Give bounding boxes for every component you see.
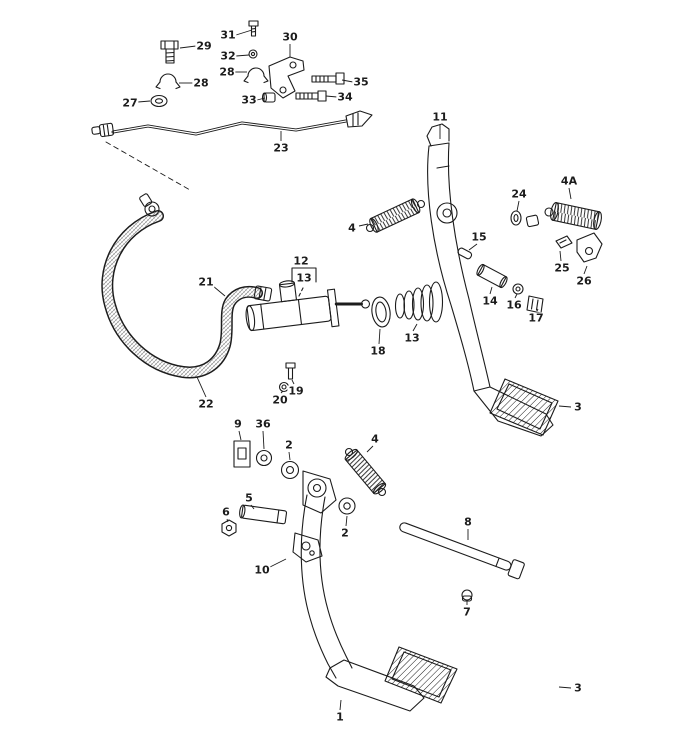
- leader-line: [179, 45, 197, 49]
- clip-9: [233, 440, 251, 468]
- leader-line: [212, 285, 226, 297]
- leader-lines: [137, 29, 588, 711]
- leader-line: [583, 265, 588, 275]
- leader-line: [558, 405, 572, 408]
- bushing-2-upper: [280, 460, 300, 480]
- washer-27: [150, 94, 168, 108]
- leader-line: [269, 558, 287, 568]
- return-spring-lower-4: [344, 447, 387, 497]
- screw-31: [248, 20, 259, 37]
- leader-line: [238, 430, 242, 441]
- leader-line: [514, 293, 518, 299]
- hose-22: [107, 193, 273, 372]
- clamp-28-left: [155, 73, 181, 90]
- boot-13: [394, 281, 444, 323]
- washer-16: [512, 283, 524, 295]
- leader-line: [412, 323, 418, 332]
- leader-line: [226, 518, 229, 523]
- clip-25: [555, 235, 573, 249]
- washer-32: [248, 49, 258, 59]
- leader-line: [262, 430, 265, 450]
- pin-5: [239, 504, 288, 525]
- clip-17: [526, 295, 544, 314]
- bolt-35: [311, 72, 345, 85]
- brake-pedal-1: [300, 494, 425, 712]
- leader-line: [358, 223, 369, 227]
- pin-15: [457, 247, 473, 260]
- leader-line: [339, 699, 342, 711]
- leader-line: [378, 328, 381, 345]
- leader-line: [291, 379, 295, 385]
- spring-4a: [544, 202, 602, 230]
- leader-line: [536, 308, 539, 312]
- leader-line: [235, 29, 253, 36]
- nut-6: [221, 519, 237, 537]
- pipe-23: [91, 110, 373, 138]
- master-cylinder-12: [245, 280, 371, 332]
- washer-36: [255, 449, 273, 467]
- clutch-pedal-11: [426, 123, 554, 437]
- sleeve-33: [261, 92, 276, 103]
- leader-line: [288, 451, 291, 461]
- clamp-28-right: [243, 67, 269, 84]
- clevis-10: [292, 532, 323, 563]
- assembly-bracket-12: [291, 267, 317, 297]
- leader-line: [516, 200, 520, 212]
- bracket-30: [268, 56, 305, 99]
- leader-line: [137, 100, 151, 103]
- bolt-19: [285, 362, 296, 380]
- leader-line: [568, 187, 572, 200]
- construction-line: [105, 141, 191, 191]
- leader-line: [558, 686, 572, 689]
- leader-line: [256, 97, 266, 101]
- leader-line: [366, 445, 374, 453]
- leader-line: [235, 54, 250, 57]
- bushing-2-lower: [338, 497, 356, 515]
- push-rod-8: [399, 522, 525, 580]
- sleeve-24: [525, 214, 540, 228]
- brake-pedal-hub: [302, 470, 337, 514]
- leader-line: [250, 504, 255, 510]
- leader-line: [559, 250, 562, 262]
- leader-line: [468, 243, 478, 251]
- leader-line: [489, 286, 493, 295]
- return-spring-upper-4: [365, 198, 426, 233]
- nut-20: [278, 381, 290, 393]
- washer-24: [510, 210, 522, 226]
- bolt-34: [295, 90, 327, 102]
- leader-line: [325, 95, 338, 98]
- cap-nut-7: [461, 589, 473, 602]
- pedal-pad-lower-3: [384, 646, 458, 704]
- leader-line: [280, 390, 284, 394]
- leader-line: [196, 376, 207, 398]
- leader-line: [345, 515, 348, 527]
- gasket-18: [371, 296, 391, 328]
- leader-line: [341, 79, 354, 83]
- pedal-pad-upper-3: [489, 378, 559, 436]
- bolt-29: [160, 40, 179, 64]
- spacer-14: [476, 263, 508, 289]
- bracket-26: [576, 232, 603, 263]
